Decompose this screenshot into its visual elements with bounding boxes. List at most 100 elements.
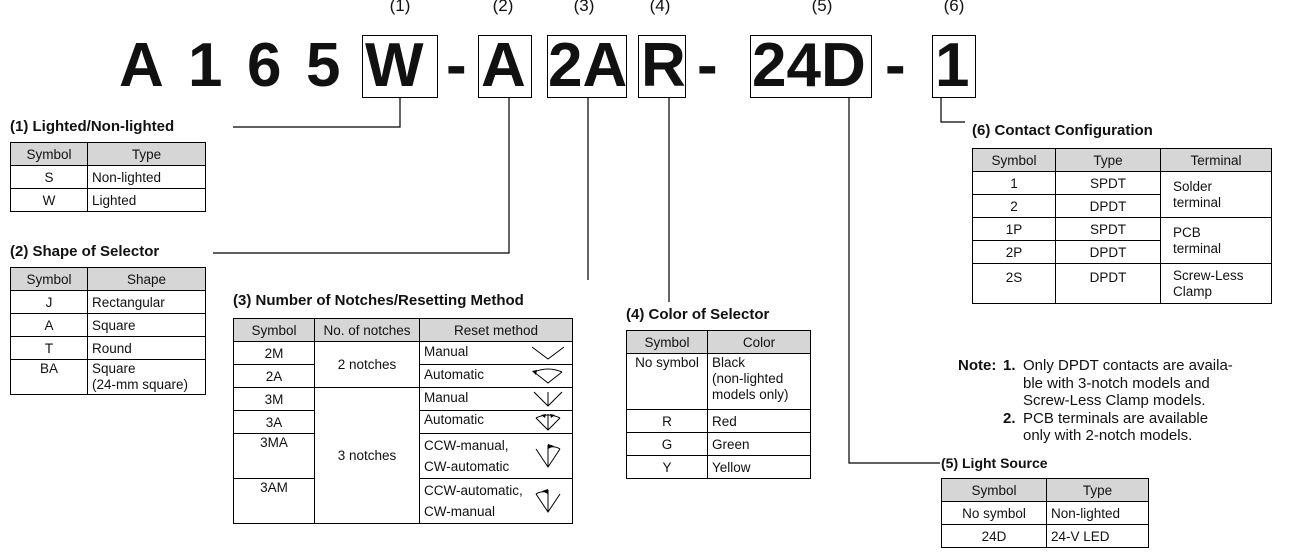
col-header: Terminal bbox=[1160, 148, 1272, 172]
cell-method: Manual bbox=[419, 387, 573, 411]
cell-shape: Round bbox=[87, 336, 206, 360]
table-row: 3MA CCW-manual, CW-automatic bbox=[233, 433, 573, 479]
cell-symbol: G bbox=[626, 432, 708, 456]
cell-symbol: J bbox=[10, 290, 88, 314]
cell-symbol: 2M bbox=[233, 341, 315, 365]
code-box-5 bbox=[750, 35, 872, 98]
cell-type: SPDT bbox=[1055, 171, 1161, 195]
terminal-text: Clamp bbox=[1173, 283, 1213, 299]
part-prefix-char: A bbox=[119, 31, 164, 100]
code-box-4 bbox=[638, 35, 686, 98]
cell-symbol: BA bbox=[10, 359, 88, 395]
table-row: 2M 2 notches Manual bbox=[233, 341, 573, 388]
color-text: models only) bbox=[712, 387, 789, 402]
cell-symbol: 1P bbox=[972, 217, 1056, 241]
method-text: CCW-automatic, bbox=[424, 483, 523, 498]
cell-method: CCW-manual, CW-automatic bbox=[419, 433, 573, 479]
part-prefix-char: 6 bbox=[247, 31, 282, 100]
note-number: 1. bbox=[1003, 357, 1016, 374]
cell-notches: 3 notches bbox=[314, 387, 420, 524]
part-prefix-char: 1 bbox=[188, 31, 223, 100]
note-text: only with 2-notch models. bbox=[1023, 427, 1193, 444]
cell-type: SPDT bbox=[1055, 217, 1161, 241]
code-segment-1: W bbox=[365, 31, 424, 100]
cell-symbol: T bbox=[10, 336, 88, 360]
section-title-shape: (2) Shape of Selector bbox=[10, 243, 160, 260]
cell-symbol: Y bbox=[626, 455, 708, 479]
code-segment-5: 24D bbox=[752, 31, 866, 100]
cell-symbol: 2 bbox=[972, 194, 1056, 218]
position-number-5: (5) bbox=[811, 0, 833, 15]
note-text: ble with 3-notch models and bbox=[1023, 374, 1210, 392]
code-box-1 bbox=[362, 35, 438, 98]
cell-color: Yellow bbox=[707, 455, 811, 479]
cell-symbol: 3MA bbox=[233, 433, 315, 479]
cell-method: CCW-automatic, CW-manual bbox=[419, 478, 573, 524]
col-header: Symbol bbox=[10, 267, 88, 291]
code-box-6 bbox=[932, 35, 976, 98]
cell-type: Lighted bbox=[87, 188, 206, 212]
section-title-light-source: (5) Light Source bbox=[941, 455, 1048, 471]
terminal-text: Screw-Less bbox=[1173, 267, 1244, 283]
cell-type: DPDT bbox=[1055, 240, 1161, 264]
position-number-2: (2) bbox=[492, 0, 514, 15]
cell-type: DPDT bbox=[1055, 263, 1161, 304]
table-row: 3AM CCW-automatic,CW-manual bbox=[233, 478, 573, 524]
code-box-3 bbox=[547, 35, 627, 98]
note-label: Note: bbox=[958, 357, 997, 374]
col-header: Color bbox=[707, 330, 811, 354]
cell-symbol: 2S bbox=[972, 263, 1056, 304]
cell-symbol: 1 bbox=[972, 171, 1056, 195]
col-header: Symbol bbox=[233, 318, 315, 342]
method-text: Automatic bbox=[424, 412, 485, 427]
col-header: Symbol bbox=[941, 478, 1047, 502]
dash: - bbox=[885, 31, 906, 100]
position-number-4: (4) bbox=[649, 0, 671, 15]
cell-shape: Rectangular bbox=[87, 290, 206, 314]
note-text: Only DPDT contacts are availa- bbox=[1023, 357, 1233, 374]
method-text: CW-automatic bbox=[424, 459, 510, 474]
cell-type: 24-V LED bbox=[1046, 524, 1149, 548]
col-header: Shape bbox=[87, 267, 206, 291]
color-text: (non-lighted bbox=[712, 371, 784, 386]
col-header: Type bbox=[1046, 478, 1149, 502]
v-down-manual-icon bbox=[533, 391, 563, 407]
col-header: Type bbox=[1055, 148, 1161, 172]
position-number-3: (3) bbox=[573, 0, 595, 15]
position-number-1: (1) bbox=[389, 0, 411, 15]
method-text: CW-manual bbox=[424, 504, 496, 519]
col-header: Symbol bbox=[10, 142, 88, 166]
code-segment-3: 2A bbox=[548, 31, 628, 100]
cell-symbol: 24D bbox=[941, 524, 1047, 548]
cell-symbol: 2A bbox=[233, 364, 315, 388]
section-title-color: (4) Color of Selector bbox=[626, 306, 770, 323]
section-title-lighted: (1) Lighted/Non-lighted bbox=[10, 118, 175, 135]
v-automatic-icon bbox=[532, 368, 563, 384]
code-box-2 bbox=[478, 35, 532, 98]
code-segment-4: R bbox=[641, 31, 686, 100]
method-text: CCW-manual, bbox=[424, 438, 509, 453]
terminal-text: Solder bbox=[1173, 178, 1213, 194]
v-down-automatic-icon bbox=[535, 414, 561, 431]
cell-type: DPDT bbox=[1055, 194, 1161, 218]
section-title-notches: (3) Number of Notches/Resetting Method bbox=[233, 292, 524, 309]
col-header: Symbol bbox=[972, 148, 1056, 172]
terminal-text: PCB bbox=[1173, 224, 1201, 240]
cell-symbol: R bbox=[626, 409, 708, 433]
table-row: BA Square(24-mm square) bbox=[10, 359, 206, 395]
